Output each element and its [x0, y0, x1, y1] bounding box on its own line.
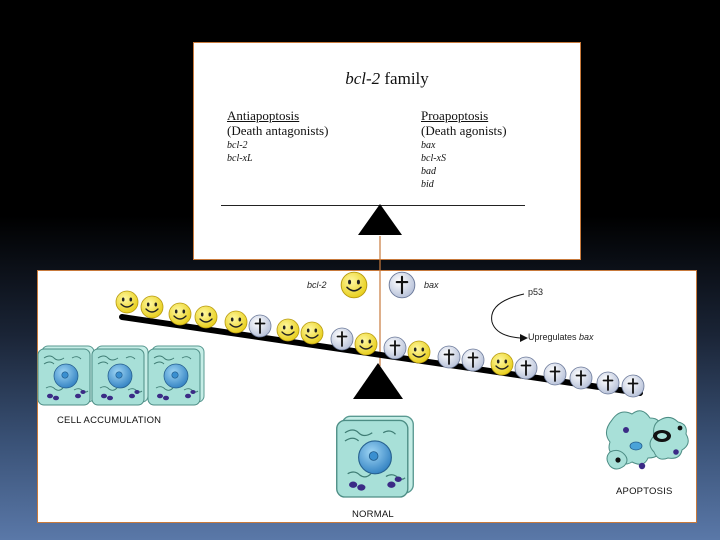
bottom-fulcrum: [353, 363, 403, 399]
apoptosis-caption: APOPTOSIS: [616, 486, 673, 497]
accumulated-cell: [37, 345, 95, 406]
bcl2-smiley: [407, 340, 431, 364]
bax-ball: [383, 336, 407, 360]
upregulates-label: Upregulates bax: [528, 332, 594, 342]
arrow-head-icon: [520, 334, 528, 342]
normal-cell: [335, 415, 415, 498]
upregulation-arrow: [491, 293, 525, 339]
bax-ball: [437, 345, 461, 369]
bax-ball: [461, 348, 485, 372]
accumulated-cell: [91, 345, 149, 406]
legend-bcl2-label: bcl-2: [307, 280, 327, 290]
family-title: bcl-2 family: [194, 69, 580, 89]
bcl2-smiley: [194, 305, 218, 329]
p53-label: p53: [528, 287, 544, 297]
bcl2-smiley: [115, 290, 139, 314]
bcl2-smiley: [224, 310, 248, 334]
proapoptosis-heading: Proapoptosis: [421, 108, 489, 123]
bcl2-smiley: [490, 352, 514, 376]
chromatin-fragment: [638, 462, 646, 470]
bcl2-smiley: [300, 321, 324, 345]
bcl2-smiley: [354, 332, 378, 356]
chromatin-fragment: [623, 427, 629, 433]
antiapoptosis-heading: Antiapoptosis: [227, 108, 300, 123]
proapoptosis-column: Proapoptosis (Death agonists) bax bcl-xS…: [421, 108, 507, 191]
antiapoptosis-member: bcl-xL: [227, 153, 253, 164]
family-title-italic: bcl-2: [345, 69, 381, 88]
bcl2-smiley: [276, 318, 300, 342]
bax-ball: [514, 356, 538, 380]
legend-bax-label: bax: [424, 280, 439, 290]
proapoptosis-member: bad: [421, 166, 436, 177]
proapoptosis-member: bcl-xS: [421, 153, 446, 164]
family-title-rest: family: [380, 69, 429, 88]
bax-ball: [330, 327, 354, 351]
proapoptosis-member: bax: [421, 140, 436, 151]
bax-ball: [596, 371, 620, 395]
bax-ball: [569, 366, 593, 390]
condensed-chromatin-core: [657, 433, 667, 439]
cell-accumulation-caption: CELL ACCUMULATION: [57, 415, 162, 426]
antiapoptosis-column: Antiapoptosis (Death antagonists) bcl-2 …: [227, 108, 328, 165]
bcl2-smiley: [168, 302, 192, 326]
proapoptosis-subheading: (Death agonists): [421, 123, 507, 138]
proapoptosis-member: bid: [421, 179, 434, 190]
chromatin-fragment: [615, 457, 621, 463]
antiapoptosis-subheading: (Death antagonists): [227, 123, 329, 138]
chromatin-fragment: [677, 425, 683, 431]
apoptotic-bodies: [606, 410, 689, 470]
legend-cross-icon: [388, 271, 416, 299]
bax-ball: [621, 374, 645, 398]
bcl2-smiley: [140, 295, 164, 319]
nuclear-fragment: [629, 441, 643, 451]
bax-ball: [543, 362, 567, 386]
antiapoptosis-member: bcl-2: [227, 140, 248, 151]
accumulated-cell: [147, 345, 205, 406]
legend-smiley-icon: [340, 271, 368, 299]
balance-beam-top: [221, 205, 525, 206]
chromatin-fragment: [673, 449, 679, 455]
normal-caption: NORMAL: [352, 509, 394, 520]
top-fulcrum: [358, 204, 402, 235]
bax-ball: [248, 314, 272, 338]
